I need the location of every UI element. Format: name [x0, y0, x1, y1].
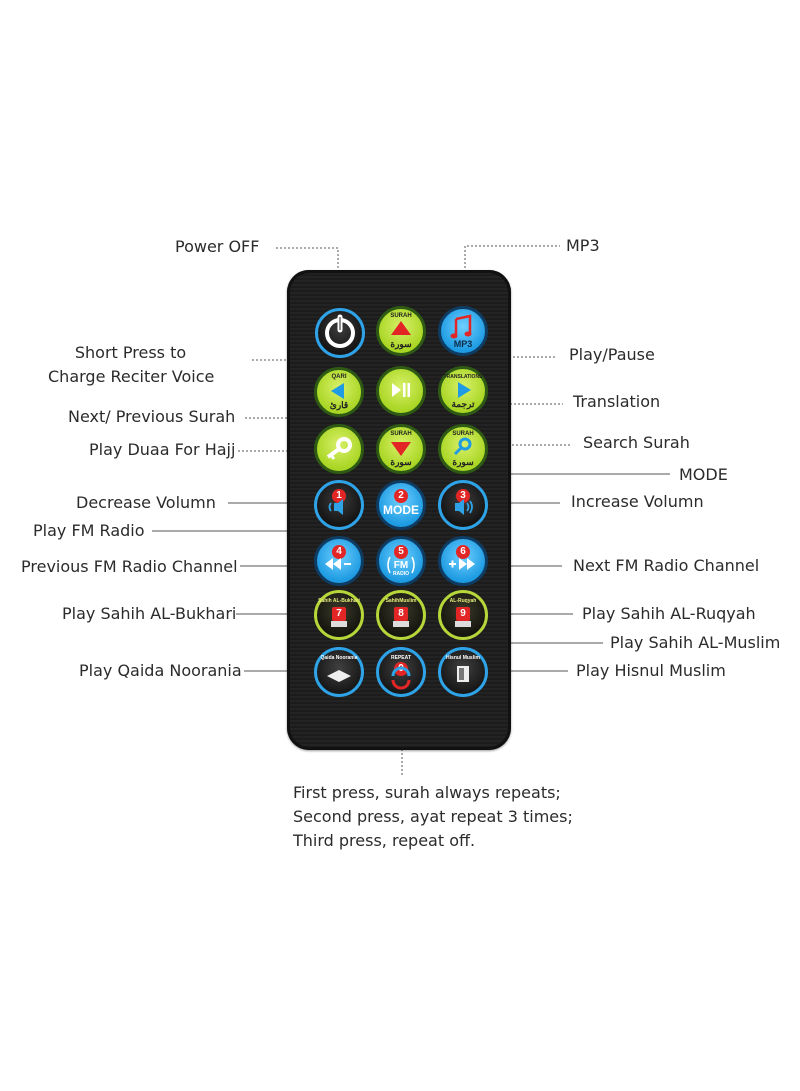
qaida-noorania-label: Qaida Noorania	[320, 655, 358, 661]
repeat-instructions: First press, surah always repeats; Secon…	[293, 781, 573, 853]
label-mp3: MP3	[566, 236, 600, 255]
number-2-badge: 2	[394, 489, 408, 503]
surah-arabic-label-3: سورة	[452, 457, 474, 467]
radio-waves-icon	[387, 556, 415, 574]
number-9-badge: 9	[456, 607, 470, 621]
label-play-fm-radio: Play FM Radio	[33, 521, 145, 540]
power-icon	[325, 314, 355, 348]
repeat-instructions-line1: First press, surah always repeats;	[293, 783, 561, 802]
label-play-duaa: Play Duaa For Hajj	[89, 440, 236, 459]
qari-arabic-label: قارئ	[329, 400, 349, 410]
leader-power-off	[276, 247, 339, 304]
number-8-badge: 8	[394, 607, 408, 621]
label-mode: MODE	[679, 465, 728, 484]
number-6-badge: 6	[456, 545, 470, 559]
label-play-muslim: Play Sahih AL-Muslim	[610, 633, 781, 652]
repeat-button[interactable]: REPEAT 0	[376, 647, 426, 697]
triangle-left-icon	[331, 383, 344, 399]
fm-next-button[interactable]: 6	[438, 536, 488, 586]
translations-button[interactable]: TRANSLATIONS ترجمة	[438, 366, 488, 416]
door-icon	[457, 666, 469, 682]
translations-top-label: TRANSLATIONS	[443, 374, 483, 380]
label-next-fm-channel: Next FM Radio Channel	[573, 556, 760, 575]
al-ruqyah-label: AL-Ruqyah	[449, 598, 477, 604]
qaida-noorania-button[interactable]: Qaida Noorania	[314, 647, 364, 697]
number-5-badge: 5	[394, 545, 408, 559]
sahih-muslim-label: SahihMuslim	[385, 598, 417, 604]
power-button[interactable]	[315, 308, 365, 358]
volume-up-button[interactable]: 3	[438, 480, 488, 530]
number-3-badge: 3	[456, 489, 470, 503]
al-ruqyah-button[interactable]: AL-Ruqyah 9	[438, 590, 488, 640]
repeat-icon	[391, 666, 411, 690]
label-power-off: Power OFF	[175, 237, 260, 256]
fast-forward-icon	[449, 558, 475, 570]
fm-radio-button[interactable]: 5 FM RADIO	[376, 536, 426, 586]
radio-label: RADIO	[392, 571, 410, 577]
open-book-icon	[327, 670, 351, 682]
leader-mp3	[464, 245, 560, 304]
sahih-muslim-button[interactable]: SahihMuslim 8	[376, 590, 426, 640]
repeat-label: REPEAT	[391, 655, 411, 661]
mp3-button[interactable]: MP3	[438, 306, 488, 356]
label-play-qaida: Play Qaida Noorania	[79, 661, 242, 680]
label-translation: Translation	[573, 392, 661, 411]
label-decrease-volume: Decrease Volumn	[76, 493, 216, 512]
triangle-up-icon	[391, 321, 411, 335]
number-4-badge: 4	[332, 545, 346, 559]
surah-arabic-label: سورة	[390, 339, 412, 349]
label-short-press-line1: Short Press to	[74, 343, 187, 362]
play-pause-button[interactable]	[376, 366, 426, 416]
label-short-press-line2: Charge Reciter Voice	[48, 367, 215, 386]
mode-button[interactable]: 2 MODE	[376, 480, 426, 530]
duaa-hajj-button[interactable]	[314, 424, 364, 474]
music-note-icon	[450, 314, 472, 339]
hisnul-muslim-button[interactable]: Hisnul Muslim	[438, 647, 488, 697]
play-pause-icon	[392, 383, 410, 397]
label-short-press: Short Press to Charge Reciter Voice	[48, 343, 215, 387]
surah-top-label: SURAH	[390, 313, 412, 319]
label-play-hisnul: Play Hisnul Muslim	[576, 661, 726, 680]
book-icon-2	[393, 621, 409, 627]
sahih-bukhari-button[interactable]: Sahih AL-Bukhari 7	[314, 590, 364, 640]
hisnul-muslim-label: Hisnul Muslim	[446, 655, 480, 661]
label-play-bukhari: Play Sahih AL-Bukhari	[62, 604, 237, 623]
label-search-surah: Search Surah	[583, 433, 690, 452]
volume-up-icon	[455, 499, 473, 515]
qari-top-label: QARI	[331, 374, 347, 380]
translations-arabic-label: ترجمة	[451, 399, 475, 409]
repeat-instructions-line2: Second press, ayat repeat 3 times;	[293, 807, 573, 826]
repeat-instructions-line3: Third press, repeat off.	[293, 831, 476, 850]
label-play-pause: Play/Pause	[569, 345, 655, 364]
mode-button-label: MODE	[383, 503, 419, 517]
fm-label: FM	[393, 560, 409, 571]
volume-down-button[interactable]: 1	[314, 480, 364, 530]
label-increase-volume: Increase Volumn	[571, 492, 704, 511]
number-7-badge: 7	[332, 607, 346, 621]
surah-previous-button[interactable]: SURAH سورة	[376, 424, 426, 474]
qari-button[interactable]: QARI قارئ	[314, 367, 364, 417]
fm-previous-button[interactable]: 4	[314, 536, 364, 586]
surah-arabic-label-2: سورة	[390, 457, 412, 467]
volume-down-icon	[328, 499, 343, 515]
label-next-prev-surah: Next/ Previous Surah	[68, 407, 236, 426]
search-icon	[453, 437, 472, 456]
surah-next-button[interactable]: SURAH سورة	[376, 306, 426, 356]
label-play-ruqyah: Play Sahih AL-Ruqyah	[582, 604, 756, 623]
book-icon	[331, 621, 347, 627]
sahih-bukhari-label: Sahih AL-Bukhari	[318, 598, 360, 604]
mp3-button-label: MP3	[453, 339, 473, 349]
search-surah-button[interactable]: SURAH سورة	[438, 424, 488, 474]
surah-top-label-2: SURAH	[390, 431, 412, 437]
label-prev-fm-channel: Previous FM Radio Channel	[21, 557, 238, 576]
triangle-down-icon	[391, 442, 411, 456]
rewind-icon	[325, 558, 351, 570]
triangle-right-icon	[458, 382, 471, 398]
key-icon	[326, 437, 352, 460]
surah-top-label-3: SURAH	[452, 431, 474, 437]
book-icon-3	[455, 621, 471, 627]
